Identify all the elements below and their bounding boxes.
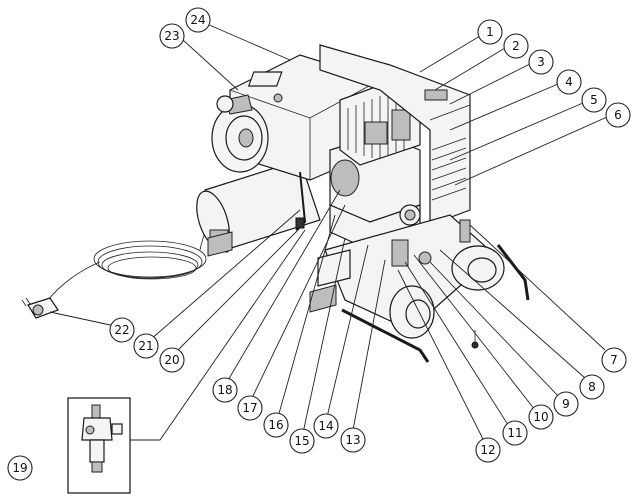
callout-6: 6 — [605, 102, 631, 128]
callout-label: 10 — [533, 410, 548, 424]
callout-9: 9 — [553, 391, 579, 417]
callout-14: 14 — [313, 413, 339, 439]
callout-10: 10 — [528, 404, 554, 430]
handle — [341, 244, 530, 363]
callout-label: 16 — [268, 418, 283, 432]
callout-11: 11 — [502, 420, 528, 446]
callout-label: 24 — [190, 13, 205, 27]
callout-21: 21 — [133, 333, 159, 359]
callout-label: 8 — [588, 380, 596, 394]
callout-label: 23 — [164, 29, 179, 43]
belt-guard — [319, 44, 471, 226]
plug — [21, 297, 59, 319]
callout-7: 7 — [601, 347, 627, 373]
callout-label: 9 — [562, 397, 570, 411]
rubber-feet — [207, 231, 351, 313]
callout-label: 13 — [345, 433, 360, 447]
callout-18: 18 — [212, 377, 238, 403]
callout-17: 17 — [237, 395, 263, 421]
callout-2: 2 — [503, 33, 529, 59]
callout-label: 20 — [164, 353, 179, 367]
callout-label: 12 — [480, 443, 495, 457]
gauges-and-valves — [295, 171, 479, 349]
inset-check-valve — [67, 397, 131, 494]
callout-3: 3 — [528, 49, 554, 75]
callout-16: 16 — [263, 412, 289, 438]
callout-22: 22 — [109, 317, 135, 343]
leader-lines — [49, 23, 608, 444]
callout-label: 22 — [114, 323, 129, 337]
callout-label: 1 — [486, 25, 494, 39]
power-cord — [47, 184, 246, 301]
callout-24: 24 — [185, 7, 211, 33]
callout-label: 5 — [590, 93, 598, 107]
callout-label: 3 — [537, 55, 545, 69]
callout-5: 5 — [581, 87, 607, 113]
callout-label: 14 — [318, 419, 333, 433]
front-tank — [324, 214, 505, 339]
callout-label: 17 — [242, 401, 257, 415]
callout-label: 6 — [614, 108, 622, 122]
callout-label: 11 — [507, 426, 522, 440]
callout-label: 15 — [294, 434, 309, 448]
callout-label: 19 — [12, 461, 27, 475]
callout-label: 7 — [610, 353, 618, 367]
callout-19: 19 — [7, 455, 33, 481]
callout-8: 8 — [579, 374, 605, 400]
callout-20: 20 — [159, 347, 185, 373]
callout-label: 21 — [138, 339, 153, 353]
callout-23: 23 — [159, 23, 185, 49]
callout-12: 12 — [475, 437, 501, 463]
callout-label: 2 — [512, 39, 520, 53]
callout-4: 4 — [556, 69, 582, 95]
callout-13: 13 — [340, 427, 366, 453]
flywheel — [211, 94, 269, 173]
callout-label: 4 — [565, 75, 573, 89]
callout-1: 1 — [477, 19, 503, 45]
callout-15: 15 — [289, 428, 315, 454]
callout-label: 18 — [217, 383, 232, 397]
